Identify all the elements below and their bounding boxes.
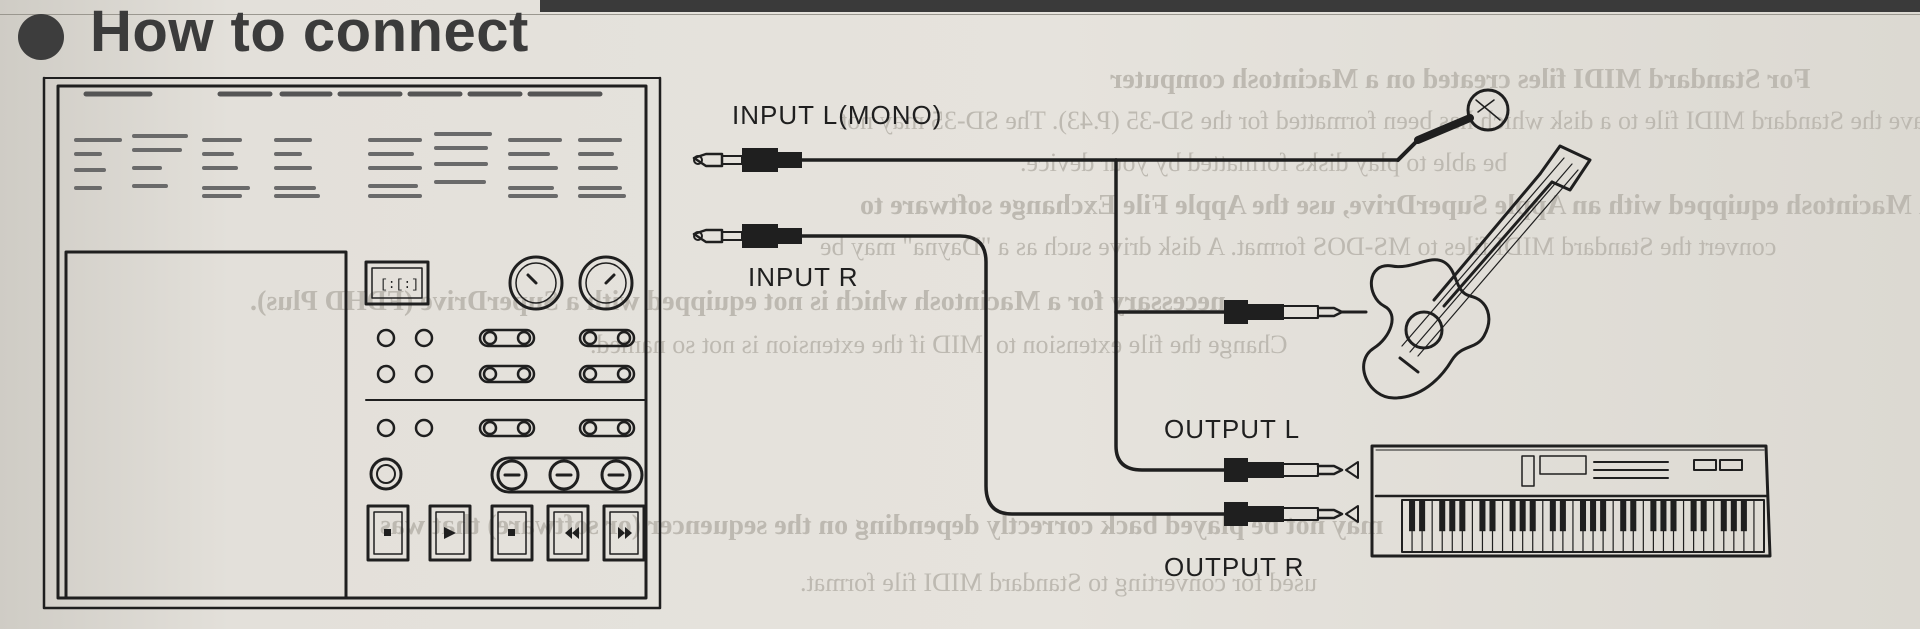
- guitar-cable-plug: [1224, 300, 1368, 324]
- section-bullet: [18, 14, 64, 60]
- black-key: [1489, 500, 1496, 532]
- black-key: [1509, 500, 1516, 532]
- header-rule: [0, 14, 1920, 15]
- output-l-label: OUTPUT L: [1164, 414, 1301, 444]
- microphone-icon: [1396, 88, 1510, 162]
- black-key: [1439, 500, 1446, 532]
- black-key: [1579, 500, 1587, 532]
- black-key: [1600, 500, 1607, 532]
- black-key: [1419, 500, 1426, 532]
- black-key: [1459, 500, 1466, 532]
- black-key: [1700, 500, 1707, 532]
- black-key: [1409, 500, 1416, 532]
- black-key: [1449, 500, 1456, 532]
- black-key: [1660, 500, 1667, 532]
- output-l-plug: [1224, 458, 1359, 482]
- black-key: [1630, 500, 1637, 532]
- black-key: [1670, 500, 1677, 532]
- black-key: [1720, 500, 1727, 532]
- header-band: [540, 0, 1920, 12]
- input-l-label: INPUT L(MONO): [732, 100, 943, 130]
- synth-keyboard-icon: [1370, 444, 1772, 558]
- svg-text:[:[:]: [:[:]: [380, 277, 419, 292]
- black-key: [1529, 500, 1536, 532]
- page-title: How to connect: [90, 0, 529, 64]
- black-key: [1590, 500, 1597, 532]
- output-r-plug: [1224, 502, 1359, 526]
- acoustic-guitar-icon: [1362, 144, 1592, 400]
- input-l-plug: [692, 148, 1400, 172]
- input-r-label: INPUT R: [748, 262, 859, 292]
- black-key: [1620, 500, 1627, 532]
- output-r-label: OUTPUT R: [1164, 552, 1305, 582]
- black-key: [1549, 500, 1556, 532]
- black-key: [1690, 500, 1697, 532]
- black-key: [1730, 500, 1737, 532]
- black-key: [1479, 500, 1486, 532]
- black-key: [1559, 500, 1566, 532]
- black-key: [1740, 500, 1747, 532]
- recorder-device: [:[:]: [42, 76, 662, 610]
- input-r-plug: [692, 224, 1226, 516]
- black-key: [1650, 500, 1657, 532]
- black-key: [1519, 500, 1526, 532]
